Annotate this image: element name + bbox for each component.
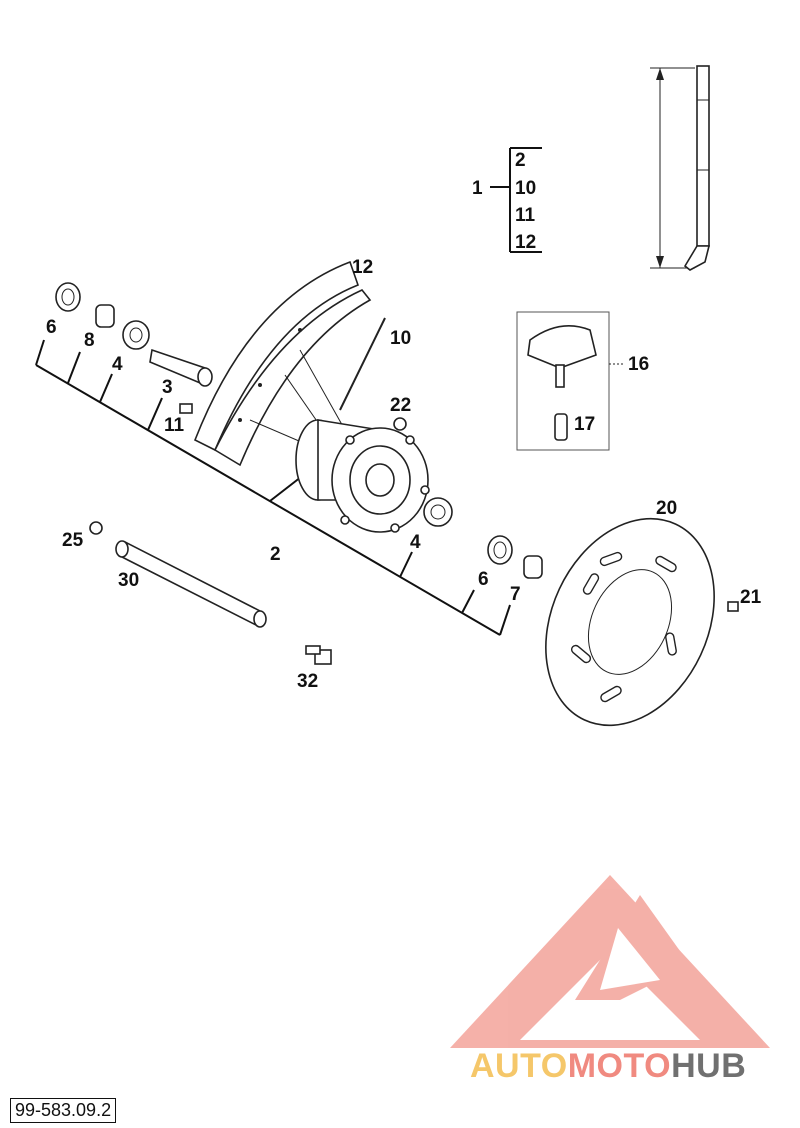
watermark-text: AUTOMOTOHUB — [470, 1047, 746, 1085]
nut-22-part — [393, 417, 407, 431]
seal-6-left-part — [55, 282, 81, 312]
callout-30: 30 — [118, 570, 139, 591]
spacer-8-part — [95, 304, 115, 328]
callout-4: 4 — [112, 354, 123, 375]
callout-6: 6 — [478, 569, 489, 590]
callout-10: 10 — [390, 328, 411, 349]
bearing-4-right-part — [423, 497, 453, 527]
document-code: 99-583.09.2 — [10, 1098, 117, 1123]
assembly-bracket — [490, 147, 542, 253]
bearing-4-left-part — [122, 320, 150, 350]
bolt-11-part — [179, 403, 193, 414]
callout-21: 21 — [740, 587, 762, 608]
callout-2: 2 — [270, 544, 281, 565]
assembly-item: 12 — [515, 232, 536, 253]
callout-22: 22 — [390, 395, 411, 416]
callout-11: 11 — [164, 415, 185, 436]
assembly-item: 10 — [515, 178, 536, 199]
watermark-part-c: HUB — [671, 1047, 746, 1085]
callout-3: 3 — [162, 377, 173, 398]
watermark-part-b: MOTO — [568, 1047, 671, 1085]
assembly-label: 1 — [472, 178, 483, 199]
callout-16: 16 — [628, 354, 649, 375]
bolt-32-part — [305, 645, 332, 665]
valve-box — [516, 311, 625, 451]
nut-25-part — [89, 521, 103, 535]
leader-lines — [35, 339, 511, 636]
callout-25: 25 — [62, 530, 84, 551]
hub-part — [295, 419, 430, 533]
callout-7: 7 — [510, 584, 521, 605]
callout-20: 20 — [656, 498, 677, 519]
callout-12: 12 — [352, 257, 373, 278]
watermark-part-a: AUTO — [470, 1047, 568, 1085]
callout-6: 6 — [46, 317, 57, 338]
watermark-logo-icon — [450, 875, 770, 1048]
seal-6-right-part — [487, 535, 513, 565]
spacer-7-part — [523, 555, 543, 579]
spoke-10-part — [339, 317, 386, 411]
assembly-item: 11 — [515, 205, 536, 226]
spoke-part — [650, 65, 711, 271]
bolt-21-part — [727, 601, 739, 612]
assembly-item: 2 — [515, 150, 526, 171]
callout-17: 17 — [574, 414, 595, 435]
callout-8: 8 — [84, 330, 95, 351]
axle-30-part — [115, 540, 267, 628]
tube-3-part — [149, 348, 213, 387]
callout-4: 4 — [410, 532, 421, 553]
brake-disc-20-part — [545, 517, 715, 727]
callout-32: 32 — [297, 671, 318, 692]
